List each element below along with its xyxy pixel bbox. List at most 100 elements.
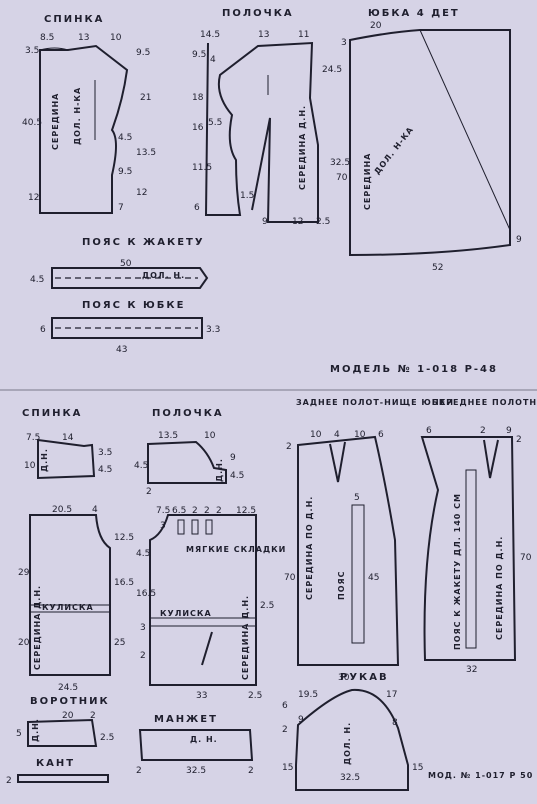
dim: 19.5 — [298, 690, 318, 700]
bottom-rukav-outline — [295, 688, 409, 791]
dim: 9 — [262, 217, 268, 227]
dim: 6 — [378, 430, 384, 440]
dim: 32.5 — [186, 766, 206, 776]
bottom-rukav-grain: ДОЛ. Н. — [343, 722, 352, 765]
dim: 18 — [192, 93, 204, 103]
dim: 4 — [210, 55, 216, 65]
dim: 3.5 — [25, 46, 39, 56]
dim: 2 — [516, 435, 522, 445]
dim: 12 — [136, 188, 147, 198]
dim: 4.5 — [134, 461, 148, 471]
dim: 2.5 — [260, 601, 274, 611]
bottom-front-lower-center: СЕРЕДИНА Д.Н. — [241, 595, 250, 680]
dim: 2.5 — [100, 733, 114, 743]
dim: 50 — [120, 259, 132, 269]
dim: 3.5 — [98, 448, 112, 458]
dim: 6 — [282, 701, 288, 711]
bottom-front-lower-outline — [149, 514, 257, 686]
dim: 10 — [204, 431, 216, 441]
top-model-label: МОДЕЛЬ № 1-018 Р-48 — [330, 364, 498, 375]
dim: 20 — [18, 638, 30, 648]
bottom-spinka-grain: Д.Н. — [40, 448, 49, 472]
dim: 13.5 — [136, 148, 156, 158]
top-yubka-seam — [419, 29, 511, 231]
dim: 12 — [292, 217, 303, 227]
bottom-skirt-front-belt — [465, 469, 477, 649]
dim: 20 — [370, 21, 382, 31]
dim: 43 — [116, 345, 127, 355]
dim: 15 — [412, 763, 423, 773]
dim: 4.5 — [98, 465, 112, 475]
dim: 6 — [194, 203, 200, 213]
dim: 10 — [110, 33, 122, 43]
bottom-skirt-back-outline — [297, 435, 400, 666]
dim: 13 — [258, 30, 269, 40]
dim: 2 — [146, 487, 152, 497]
dim: 16.5 — [136, 589, 156, 599]
dim: 8 — [392, 718, 398, 728]
dim: 7.5 — [26, 433, 40, 443]
dim: 2 — [140, 651, 146, 661]
dim: 7 — [118, 203, 124, 213]
dim: 2 — [216, 506, 222, 516]
dim: 2 — [248, 766, 254, 776]
dim: 2 — [90, 711, 96, 721]
top-polochka-outline — [204, 41, 319, 223]
dim: 14 — [62, 433, 74, 443]
top-yubka-outline — [349, 29, 511, 257]
bottom-spinka-title: СПИНКА — [22, 408, 82, 419]
fold — [191, 519, 199, 535]
bottom-skirt-back-center: СЕРЕДИНА ПО Д.Н. — [305, 496, 314, 600]
dim: 2 — [136, 766, 142, 776]
dim: 2.5 — [248, 691, 262, 701]
dim: 9 — [506, 426, 512, 436]
dim: 12 — [28, 193, 39, 203]
dim: 4.5 — [118, 133, 132, 143]
dim: 2 — [204, 506, 210, 516]
dim: 9.5 — [136, 48, 150, 58]
dim: 20 — [62, 711, 74, 721]
dim: 9 — [516, 235, 522, 245]
top-spinka-grain: ДОЛ. Н-КА — [73, 87, 82, 145]
bottom-skirt-back-belt — [351, 504, 365, 644]
dim: 3 — [341, 38, 347, 48]
dim: 9 — [230, 453, 236, 463]
dim: 21 — [140, 93, 151, 103]
dim: 24.5 — [58, 683, 78, 693]
dim: 16 — [192, 123, 204, 133]
dim: 5.5 — [208, 118, 222, 128]
dim: 11 — [298, 30, 309, 40]
dim: 4 — [92, 505, 98, 515]
bottom-front-lower-folds: МЯГКИЕ СКЛАДКИ — [186, 545, 286, 554]
bottom-manzhet-outline — [138, 729, 254, 761]
dim: 13 — [78, 33, 89, 43]
top-spinka-title: СПИНКА — [44, 14, 104, 25]
dim: 3 — [160, 521, 166, 531]
dim: 9.5 — [118, 167, 132, 177]
top-polochka-center: СЕРЕДИНА Д.Н. — [298, 105, 307, 190]
bottom-back-lower-center: СЕРЕДИНА Д.Н. — [33, 585, 42, 670]
top-yubka-center: СЕРЕДИНА — [363, 153, 372, 210]
dim: 2 — [6, 776, 12, 786]
dim: 29 — [18, 568, 30, 578]
dim: 70 — [336, 173, 348, 183]
dim: 10 — [310, 430, 322, 440]
bottom-manzhet-grain: Д. Н. — [190, 735, 218, 744]
dim: 70 — [520, 553, 532, 563]
dim: 12.5 — [114, 533, 134, 543]
dim: 4 — [334, 430, 340, 440]
dim: 25 — [114, 638, 125, 648]
bottom-back-lower-outline — [29, 514, 111, 676]
bottom-manzhet-title: МАНЖЕТ — [154, 714, 218, 725]
bottom-back-lower-kulis: КУЛИСКА — [42, 603, 94, 612]
dim: 24.5 — [322, 65, 342, 75]
grainline — [201, 631, 213, 666]
fold — [205, 519, 213, 535]
dim: 8.5 — [40, 33, 54, 43]
top-poyas-skirt-outline — [51, 317, 203, 339]
bottom-skirt-back-title: ЗАДНЕЕ ПОЛОТ-НИЩЕ ЮБКИ — [296, 398, 454, 407]
bottom-polochka-outline — [147, 440, 227, 484]
dim: 70 — [284, 573, 296, 583]
bottom-model-label: МОД. № 1-017 Р 50 — [428, 771, 533, 780]
